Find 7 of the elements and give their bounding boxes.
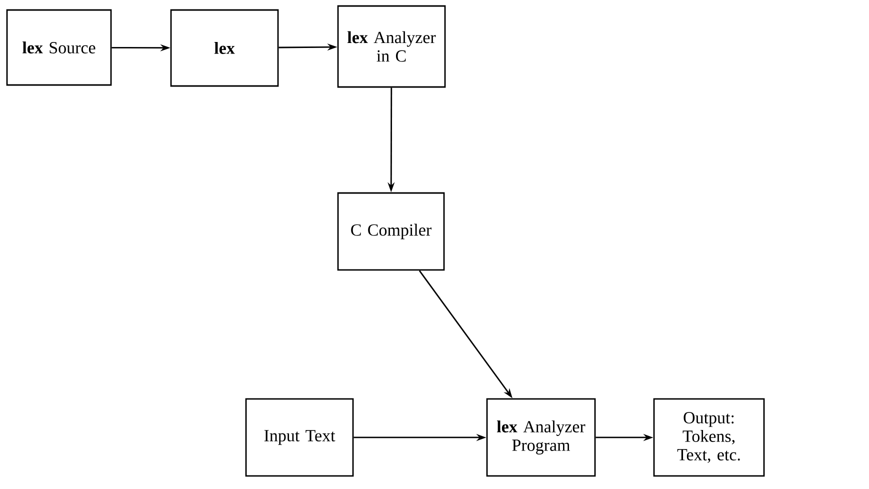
process-box: Input Text xyxy=(245,398,354,477)
process-box: lex Analyzer in C xyxy=(337,5,446,88)
process-box: Output: Tokens, Text, etc. xyxy=(653,398,765,477)
process-box: lex Analyzer Program xyxy=(486,398,596,477)
process-box: C Compiler xyxy=(337,192,445,271)
process-box: lex Source xyxy=(6,9,112,86)
process-box: lex xyxy=(170,9,279,87)
